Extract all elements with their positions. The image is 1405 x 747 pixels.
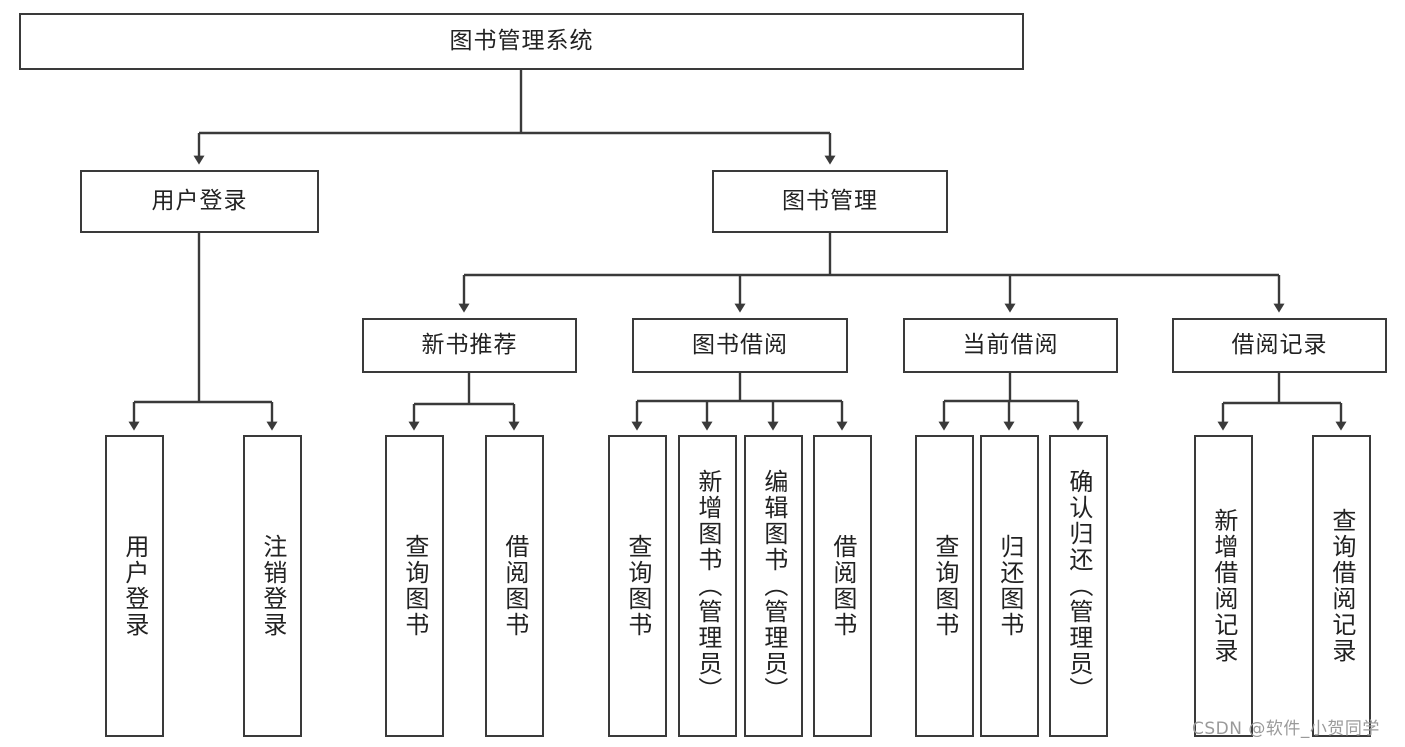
- node-new-book-recommend[interactable]: 新书推荐: [362, 318, 577, 373]
- leaf-query-book-2-label: 查询图书: [623, 534, 652, 638]
- node-book-management[interactable]: 图书管理: [712, 170, 948, 233]
- node-root[interactable]: 图书管理系统: [19, 13, 1024, 70]
- node-borrow-record-label: 借阅记录: [1231, 331, 1328, 358]
- leaf-user-login-label: 用户登录: [120, 534, 149, 638]
- leaf-add-book[interactable]: 新增图书（管理员）: [678, 435, 737, 737]
- leaf-edit-book-label: 编辑图书（管理员）: [759, 469, 788, 703]
- leaf-logout[interactable]: 注销登录: [243, 435, 302, 737]
- leaf-confirm-return[interactable]: 确认归还（管理员）: [1049, 435, 1108, 737]
- node-current-borrow[interactable]: 当前借阅: [903, 318, 1118, 373]
- leaf-add-record-label: 新增借阅记录: [1209, 508, 1238, 664]
- leaf-borrow-book-2[interactable]: 借阅图书: [813, 435, 872, 737]
- leaf-query-book-3[interactable]: 查询图书: [915, 435, 974, 737]
- leaf-borrow-book-1-label: 借阅图书: [500, 534, 529, 638]
- leaf-borrow-book-2-label: 借阅图书: [828, 534, 857, 638]
- node-new-book-recommend-label: 新书推荐: [421, 331, 518, 358]
- node-current-borrow-label: 当前借阅: [962, 331, 1059, 358]
- node-book-borrow-label: 图书借阅: [692, 331, 788, 358]
- leaf-query-book-3-label: 查询图书: [930, 534, 959, 638]
- leaf-query-book-1[interactable]: 查询图书: [385, 435, 444, 737]
- csdn-watermark: CSDN @软件_小贺同学: [1192, 719, 1380, 739]
- leaf-return-book-label: 归还图书: [995, 534, 1024, 638]
- leaf-query-book-2[interactable]: 查询图书: [608, 435, 667, 737]
- leaf-query-book-1-label: 查询图书: [400, 534, 429, 638]
- leaf-query-record-label: 查询借阅记录: [1327, 508, 1356, 664]
- node-root-label: 图书管理系统: [449, 27, 594, 54]
- leaf-query-record[interactable]: 查询借阅记录: [1312, 435, 1371, 737]
- leaf-add-record[interactable]: 新增借阅记录: [1194, 435, 1253, 737]
- node-user-login-label: 用户登录: [151, 187, 248, 214]
- leaf-user-login[interactable]: 用户登录: [105, 435, 164, 737]
- node-borrow-record[interactable]: 借阅记录: [1172, 318, 1387, 373]
- leaf-add-book-label: 新增图书（管理员）: [693, 469, 722, 703]
- node-book-management-label: 图书管理: [782, 187, 878, 214]
- leaf-return-book[interactable]: 归还图书: [980, 435, 1039, 737]
- leaf-edit-book[interactable]: 编辑图书（管理员）: [744, 435, 803, 737]
- leaf-confirm-return-label: 确认归还（管理员）: [1064, 469, 1093, 703]
- leaf-logout-label: 注销登录: [258, 534, 287, 638]
- node-book-borrow[interactable]: 图书借阅: [632, 318, 848, 373]
- node-user-login[interactable]: 用户登录: [80, 170, 319, 233]
- leaf-borrow-book-1[interactable]: 借阅图书: [485, 435, 544, 737]
